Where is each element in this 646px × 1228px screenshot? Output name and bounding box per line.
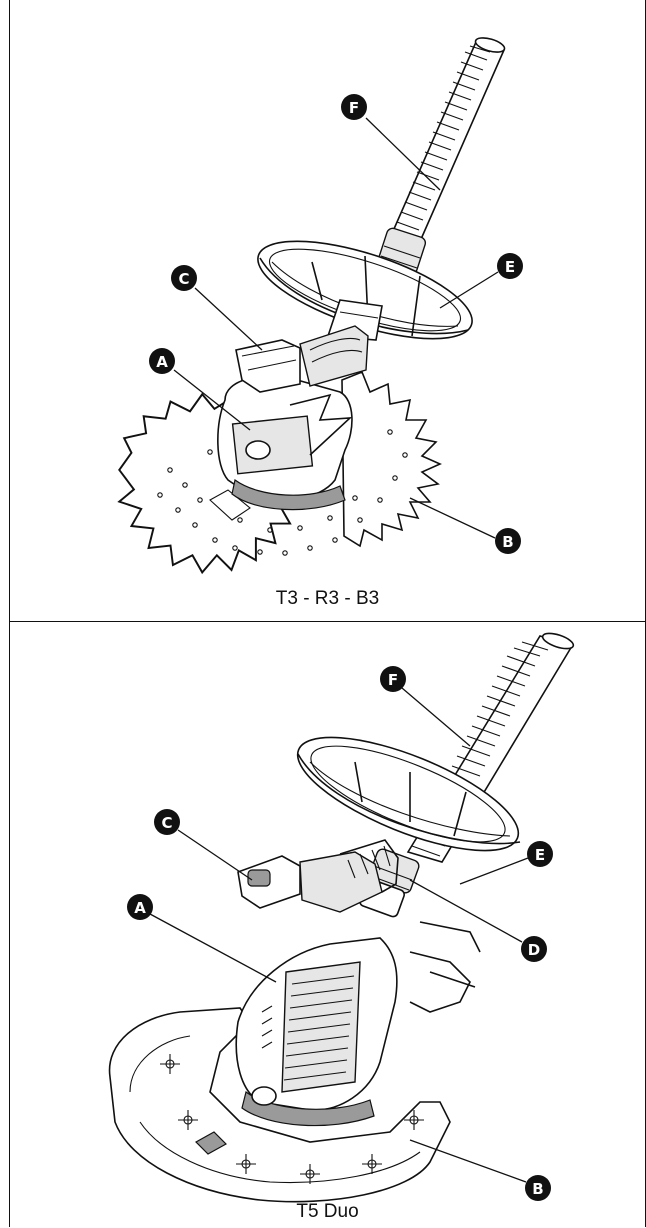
callout-b-text: B (532, 1180, 543, 1198)
t5-cleaner-illustration: F E D C A B (108, 632, 575, 1203)
callout-a-badge: A (127, 894, 153, 920)
figure-panel-t5-duo: F E D C A B T5 Duo (9, 621, 646, 1227)
callout-b-badge: B (525, 1175, 551, 1201)
cover-part (237, 839, 399, 913)
callout-f-text: F (388, 671, 398, 689)
callout-a-text: A (134, 899, 146, 917)
t3-cleaner-illustration: F E C A B (117, 37, 523, 575)
callout-b-badge: B (495, 528, 521, 554)
figure-caption: T3 - R3 - B3 (275, 588, 380, 609)
callout-e-text: E (505, 258, 515, 276)
hose-part (388, 37, 506, 247)
callout-a-badge: A (149, 348, 175, 374)
callout-f-badge: F (341, 94, 367, 120)
callout-d-text: D (528, 941, 540, 959)
disc-part (108, 921, 481, 1203)
deflector-wheel-part (296, 736, 521, 852)
body-part (235, 937, 398, 1127)
figure-panel-t3-r3-b3: F E C A B T3 - R3 - B3 (9, 0, 646, 622)
callout-e-badge: E (527, 841, 553, 867)
figure-caption: T5 Duo (296, 1201, 359, 1222)
callout-c-text: C (178, 270, 189, 288)
callout-c-text: C (161, 814, 172, 832)
callout-c-badge: C (171, 265, 197, 291)
callout-c-badge: C (154, 809, 180, 835)
body-part (217, 375, 353, 511)
callout-e-badge: E (497, 253, 523, 279)
callout-f-badge: F (380, 666, 406, 692)
cover-part (235, 325, 369, 393)
callout-b-text: B (502, 533, 513, 551)
callout-e-text: E (535, 846, 545, 864)
callout-a-text: A (156, 353, 168, 371)
callout-f-text: F (349, 99, 359, 117)
swivel-part (359, 848, 420, 918)
callout-d-badge: D (521, 936, 547, 962)
